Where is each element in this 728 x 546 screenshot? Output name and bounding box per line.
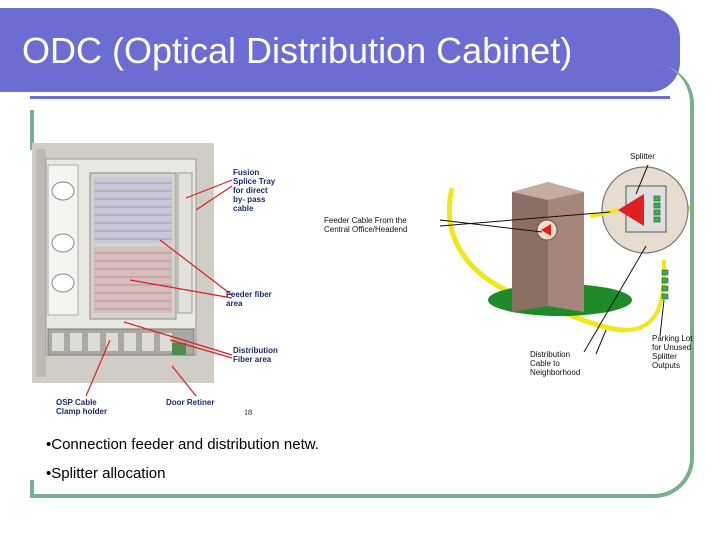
cabinet-photo <box>32 143 214 383</box>
slide-frame-left-bottom <box>30 480 34 498</box>
door-retiner-label: Door Retiner <box>166 398 215 407</box>
slide-frame-left <box>30 110 34 150</box>
splitter-label: Splitter <box>630 152 655 161</box>
bullet-item-splitter: •Splitter allocation <box>46 465 166 482</box>
distribution-cable-label: Distribution Cable to Neighborhood <box>530 350 581 377</box>
parking-lot-label: Parking Lot for Unused Splitter Outputs <box>652 334 693 370</box>
osp-cable-clamp-holder-label: OSP Cable Clamp holder <box>56 398 108 416</box>
feeder-cable-label: Feeder Cable From the Central Office/Hea… <box>324 216 408 234</box>
page-number-label: 18 <box>244 408 252 417</box>
fusion-splice-tray-label: Fusion Splice Tray for direct by- pass c… <box>233 168 276 213</box>
distribution-fiber-area-label: Distribution Fiber area <box>233 346 278 364</box>
bullet-item-connection: •Connection feeder and distribution netw… <box>46 436 319 453</box>
slide-frame <box>30 64 694 498</box>
feeder-fiber-area-label: Feeder fiber area <box>226 290 272 308</box>
title-bar: ODC (Optical Distribution Cabinet) <box>0 8 680 92</box>
title-underline <box>30 96 670 99</box>
slide-title: ODC (Optical Distribution Cabinet) <box>22 30 573 71</box>
bullet-list: •Connection feeder and distribution netw… <box>46 436 319 494</box>
